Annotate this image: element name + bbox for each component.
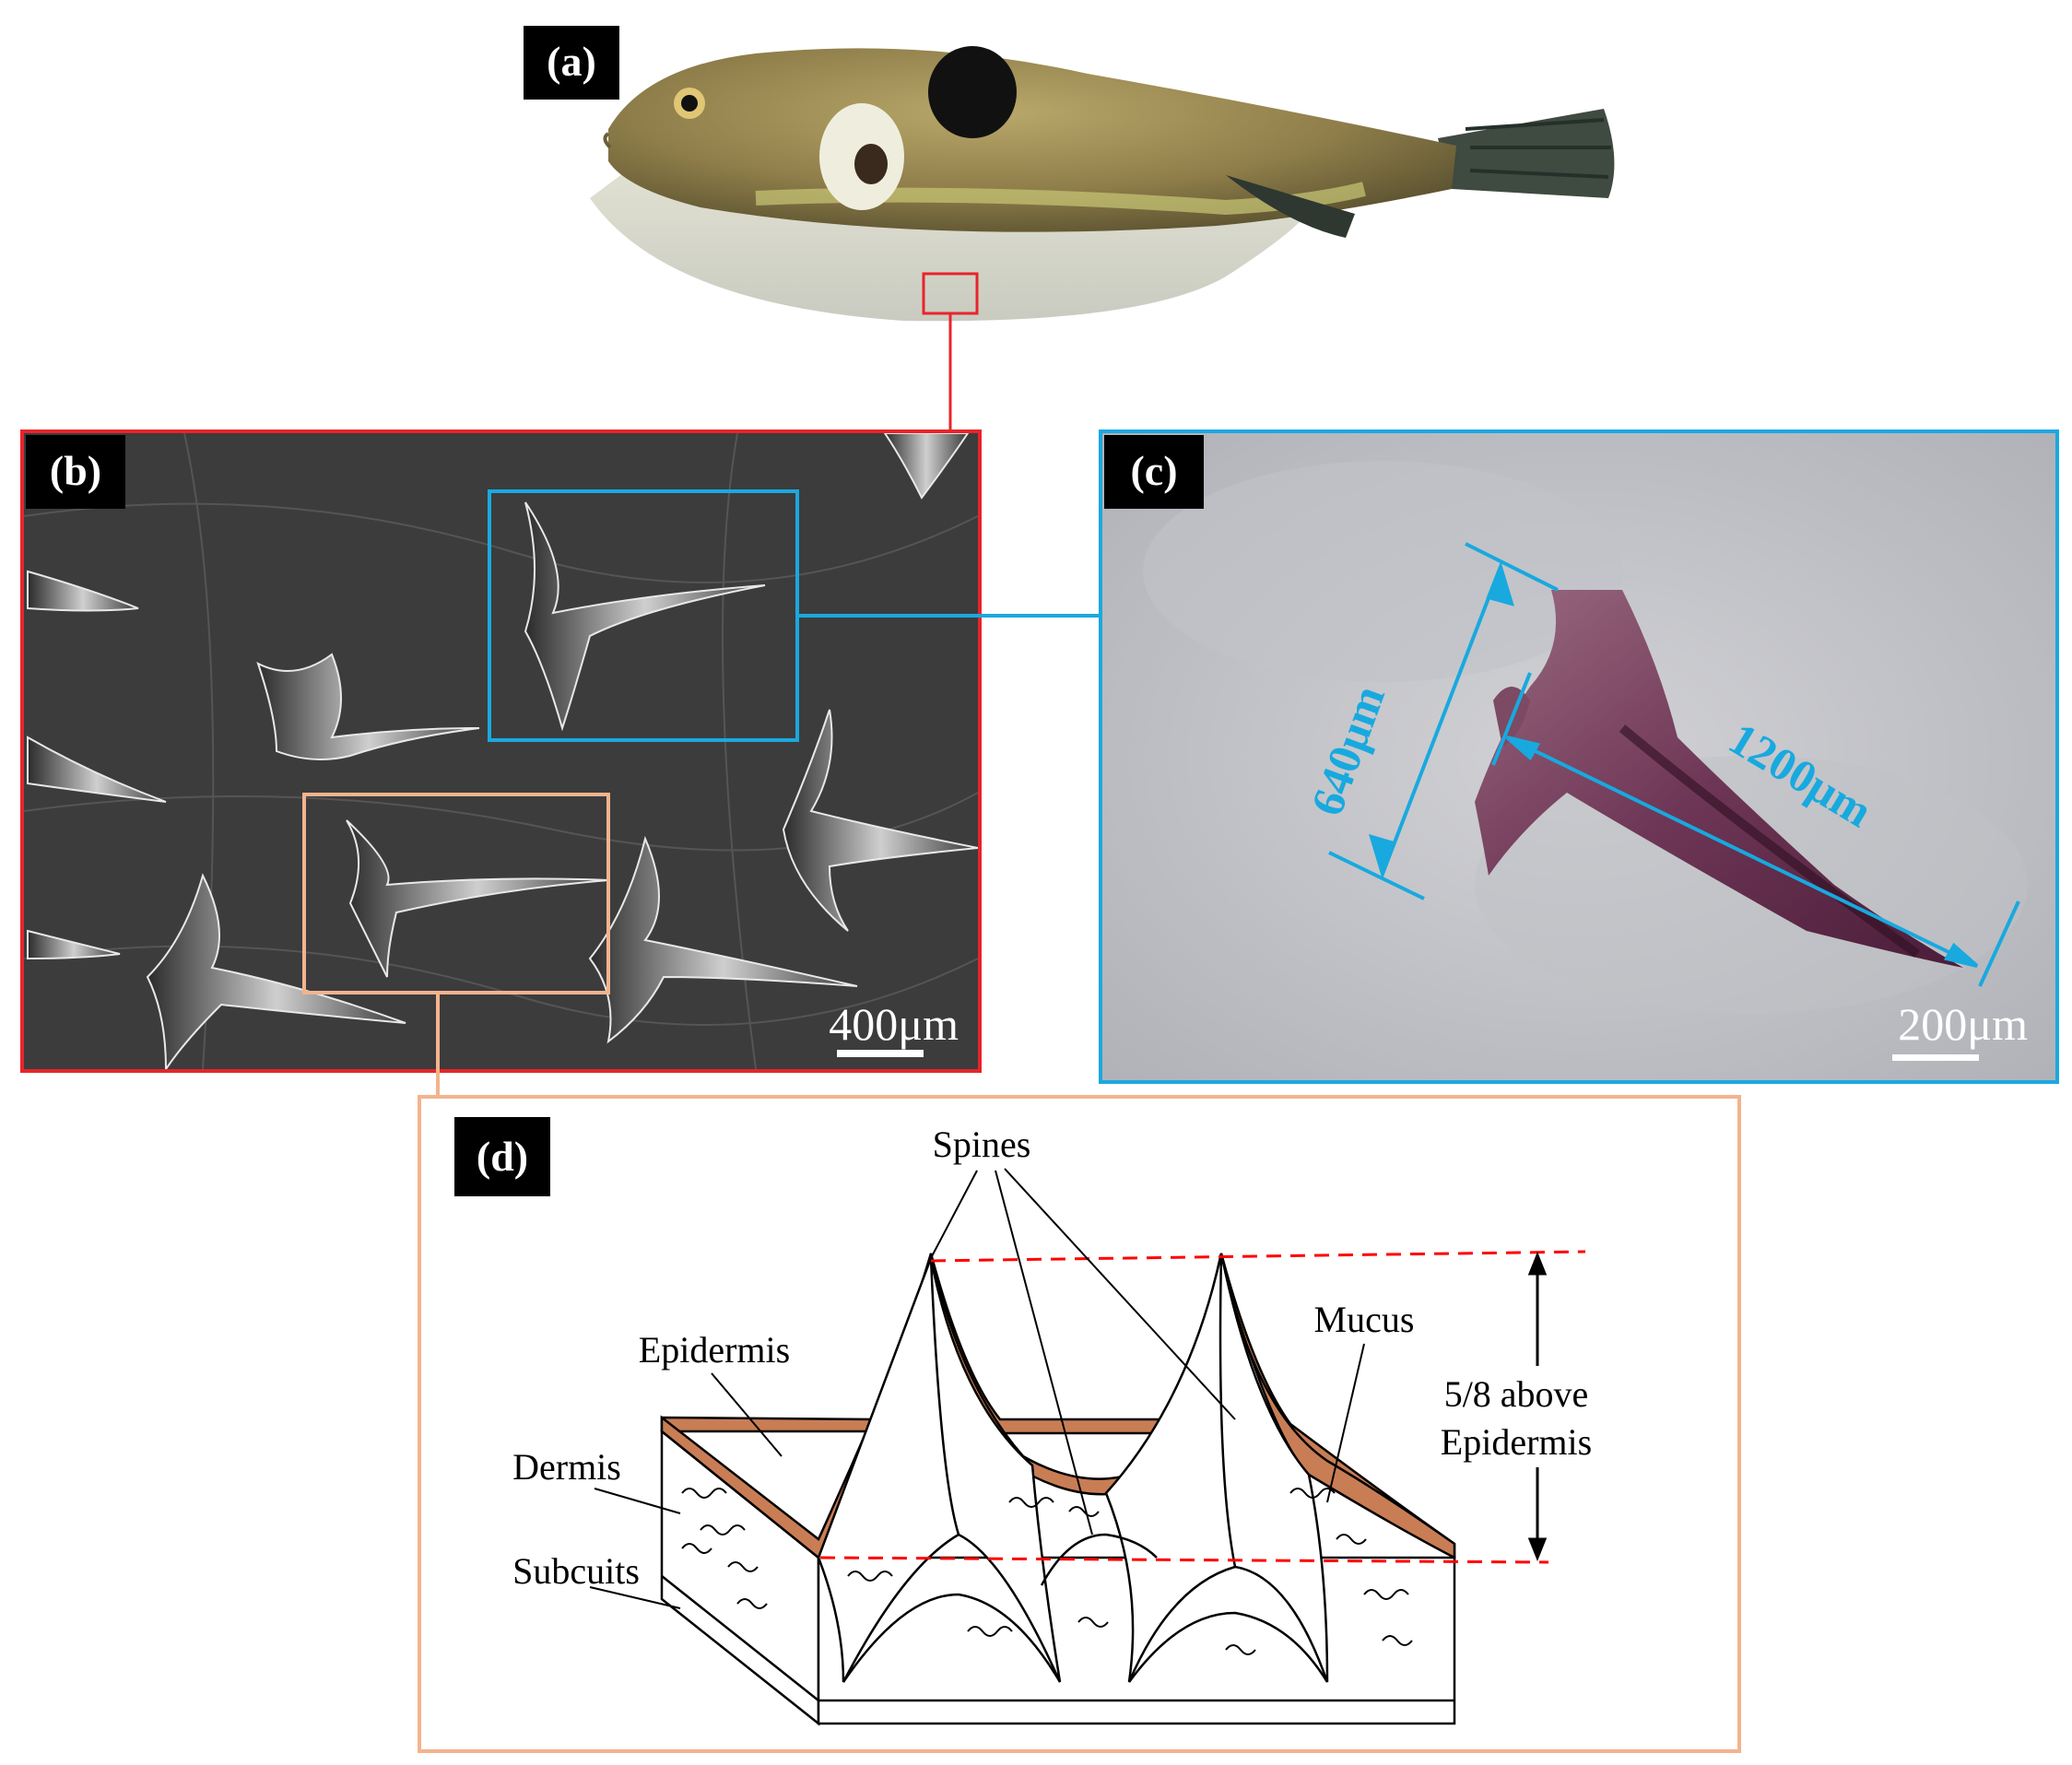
- label-spines: Spines: [933, 1124, 1031, 1165]
- height-arrow: [1527, 1251, 1548, 1562]
- label-mucus: Mucus: [1314, 1299, 1415, 1340]
- scale-bar-label-c: 200μm: [1898, 998, 2028, 1050]
- panel-tag-c: (c): [1104, 435, 1204, 509]
- panel-b: (b) 400μm: [20, 429, 982, 1073]
- panel-tag-b-text: (b): [50, 447, 101, 494]
- panel-tag-d: (d): [454, 1117, 550, 1196]
- sem-image: [24, 433, 978, 1069]
- label-epidermis: Epidermis: [639, 1329, 790, 1371]
- label-above-line2: Epidermis: [1441, 1421, 1592, 1463]
- panel-tag-c-text: (c): [1130, 447, 1177, 494]
- scale-bar-label-b: 400μm: [829, 998, 959, 1050]
- dashed-line-top: [930, 1250, 1586, 1263]
- measure-640: [1328, 542, 1559, 900]
- spine-left: [817, 1253, 1062, 1683]
- panel-d: (d): [418, 1095, 1741, 1753]
- panel-c-border: [1099, 429, 2059, 1084]
- panel-tag-b: (b): [26, 435, 125, 509]
- leader-lines: [589, 1168, 1365, 1609]
- dashed-line-bottom: [819, 1556, 1549, 1564]
- scale-bar-c: [1892, 1054, 1979, 1061]
- panel-d-border: [418, 1095, 1741, 1753]
- pufferfish-photo: [590, 46, 1615, 322]
- label-above-line1: 5/8 above: [1444, 1373, 1589, 1415]
- panel-b-border: [20, 429, 982, 1073]
- measure-1200: [1505, 735, 2020, 987]
- label-dermis: Dermis: [512, 1446, 621, 1488]
- scale-bar-b: [837, 1050, 924, 1057]
- skin-block: [660, 1253, 1456, 1726]
- panel-c: 640μm 1200μm (c) 200μm: [1099, 429, 2059, 1084]
- label-subcutis: Subcuits: [512, 1550, 640, 1592]
- panel-a: (a): [524, 26, 1615, 430]
- panel-tag-d-text: (d): [477, 1133, 528, 1180]
- panel-tag-a-text: (a): [547, 38, 596, 85]
- panel-tag-a: (a): [524, 26, 619, 100]
- zoom-box-d: [302, 793, 610, 994]
- spine-photo: [1102, 433, 2055, 1080]
